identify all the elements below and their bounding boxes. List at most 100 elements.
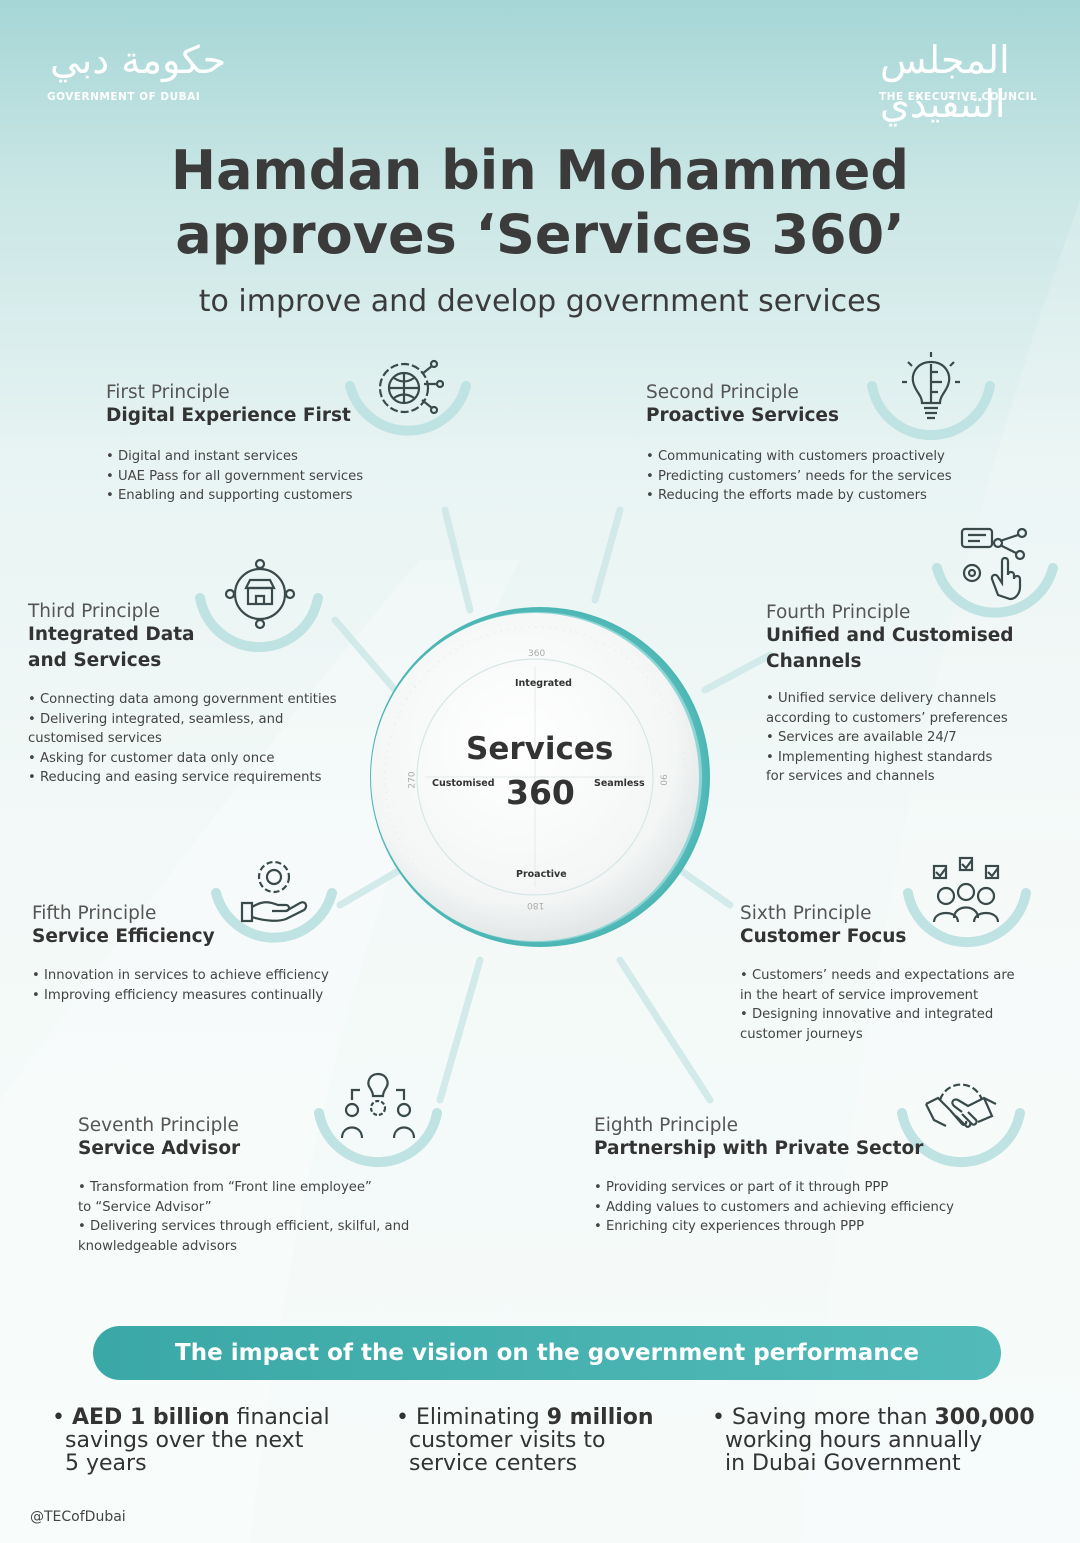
principle-1: First Principle Digital Experience First…: [106, 382, 406, 506]
bullet-item: • Enriching city experiences through PPP: [594, 1219, 865, 1234]
principle-label: Fifth Principle: [32, 903, 157, 924]
principle-name: Customer Focus: [740, 926, 907, 947]
bullet-item: • Services are available 24/7: [766, 730, 957, 745]
principle-bullets: • Connecting data among government entit…: [28, 690, 348, 788]
impact-text: savings over the next: [65, 1428, 304, 1453]
principle-name: Integrated Data: [28, 624, 195, 645]
bullet-item: • Communicating with customers proactive…: [646, 449, 945, 464]
globe-circuit-gear-icon: [378, 359, 444, 415]
principle-label: Second Principle: [646, 382, 799, 403]
impact-text: service centers: [409, 1451, 578, 1476]
principle-6: Sixth Principle Customer Focus • Custome…: [740, 903, 1060, 1044]
bullet-item: • Asking for customer data only once: [28, 750, 275, 766]
impact-text: in Dubai Government: [725, 1451, 961, 1476]
principle-name: Digital Experience First: [106, 405, 351, 426]
handshake-gear-icon: [925, 1083, 997, 1128]
bullet-item: • Designing innovative and integrated cu…: [740, 1007, 994, 1042]
network-store-icon: [224, 558, 296, 630]
principle-name: Service Efficiency: [32, 926, 215, 947]
impact-text: Eliminating: [415, 1405, 547, 1430]
principle-name: and Services: [28, 650, 162, 671]
principle-bullets: • Unified service delivery channels acco…: [766, 689, 1066, 787]
impact-text: customer visits to: [409, 1428, 606, 1453]
bullet-mark: •: [712, 1405, 732, 1430]
principle-bullets: • Transformation from “Front line employ…: [78, 1178, 428, 1256]
principle-8: Eighth Principle Partnership with Privat…: [594, 1115, 974, 1237]
bullet-item: • Unified service delivery channels acco…: [766, 691, 1008, 726]
bullet-item: • Predicting customers’ needs for the se…: [646, 468, 952, 484]
bullet-item: • Providing services or part of it throu…: [594, 1180, 889, 1195]
impact-text: 5 years: [65, 1451, 147, 1476]
executive-council-logo: المجلس التنفيذي: [880, 38, 1010, 126]
principle-name: Unified and Customised: [766, 625, 1014, 646]
principle-2: Second Principle Proactive Services • Co…: [646, 382, 976, 506]
government-of-dubai-logo: حكومة دبي: [50, 38, 227, 82]
impact-item-3: • Saving more than 300,000 working hours…: [712, 1406, 1052, 1475]
impact-item-1: • AED 1 billion financial savings over t…: [52, 1406, 352, 1475]
page-subtitle: to improve and develop government servic…: [198, 284, 882, 319]
principle-name: Proactive Services: [646, 405, 839, 426]
advisor-people-icon: [340, 1072, 416, 1139]
impact-highlight: 9 million: [546, 1405, 654, 1430]
impact-banner: The impact of the vision on the governme…: [93, 1326, 1001, 1380]
principle-name: Service Advisor: [78, 1138, 241, 1159]
bullet-item: • Adding values to customers and achievi…: [594, 1199, 954, 1215]
principle-3: Third Principle Integrated Data and Serv…: [28, 601, 348, 788]
bullet-item: • Innovation in services to achieve effi…: [32, 968, 329, 983]
hand-gear-icon: [240, 860, 308, 923]
dial-degree-top: 360: [528, 649, 546, 659]
bullet-item: • Improving efficiency measures continua…: [32, 987, 324, 1003]
page-title-line2: approves ‘Services 360’: [175, 203, 905, 266]
center-title-360: 360: [506, 773, 575, 812]
impact-text: working hours annually: [725, 1428, 983, 1453]
bullet-item: • Delivering integrated, seamless, and c…: [28, 711, 284, 747]
impact-highlight: AED 1 billion: [71, 1405, 230, 1430]
principle-7: Seventh Principle Service Advisor • Tran…: [78, 1115, 428, 1256]
dial-label-integrated: Integrated: [515, 678, 572, 689]
principle-bullets: • Digital and instant services • UAE Pas…: [106, 447, 406, 506]
principle-name: Channels: [766, 651, 862, 672]
impact-text: financial: [229, 1405, 330, 1430]
principle-label: Seventh Principle: [78, 1115, 239, 1136]
principle-bullets: • Providing services or part of it throu…: [594, 1178, 974, 1237]
principle-4: Fourth Principle Unified and Customised …: [766, 602, 1066, 787]
touch-channels-icon: [960, 527, 1028, 601]
dial-label-customised: Customised: [432, 778, 495, 789]
bullet-item: • Transformation from “Front line employ…: [78, 1180, 372, 1215]
principle-label: First Principle: [106, 382, 230, 403]
principle-label: Third Principle: [28, 601, 160, 622]
lightbulb-brain-icon: [902, 352, 960, 420]
bullet-mark: •: [396, 1405, 416, 1430]
dial-label-seamless: Seamless: [594, 778, 645, 789]
bullet-item: • Delivering services through efficient,…: [78, 1219, 410, 1254]
bullet-item: • Customers’ needs and expectations are …: [740, 968, 1015, 1003]
impact-highlight: 300,000: [934, 1405, 1035, 1430]
principle-label: Eighth Principle: [594, 1115, 739, 1136]
bullet-mark: •: [52, 1405, 72, 1430]
principle-label: Fourth Principle: [766, 602, 911, 623]
center-title-services: Services: [466, 731, 614, 767]
bullet-item: • Digital and instant services: [106, 449, 298, 464]
bullet-item: • Reducing and easing service requiremen…: [28, 770, 322, 785]
principle-bullets: • Customers’ needs and expectations are …: [740, 966, 1060, 1044]
services-360-dial: [370, 607, 710, 947]
customers-checklist-icon: [932, 856, 1000, 923]
impact-text: Saving more than: [731, 1405, 935, 1430]
bullet-item: • Reducing the efforts made by customers: [646, 488, 927, 503]
bullet-item: • Implementing highest standards for ser…: [766, 749, 993, 785]
principle-name: Partnership with Private Sector: [594, 1138, 924, 1159]
dial-label-proactive: Proactive: [516, 869, 567, 880]
bullet-item: • Enabling and supporting customers: [106, 488, 353, 503]
impact-item-2: • Eliminating 9 million customer visits …: [396, 1406, 696, 1475]
principle-bullets: • Communicating with customers proactive…: [646, 447, 976, 506]
principle-bullets: • Innovation in services to achieve effi…: [32, 966, 352, 1005]
social-handle[interactable]: @TECofDubai: [30, 1509, 126, 1525]
page-title-line1: Hamdan bin Mohammed: [170, 139, 910, 202]
bullet-item: • Connecting data among government entit…: [28, 692, 337, 707]
bullet-item: • UAE Pass for all government services: [106, 468, 364, 484]
principle-label: Sixth Principle: [740, 903, 872, 924]
government-of-dubai-caption: GOVERNMENT OF DUBAI: [47, 91, 201, 103]
executive-council-caption: THE EXECUTIVE COUNCIL: [879, 91, 1038, 103]
